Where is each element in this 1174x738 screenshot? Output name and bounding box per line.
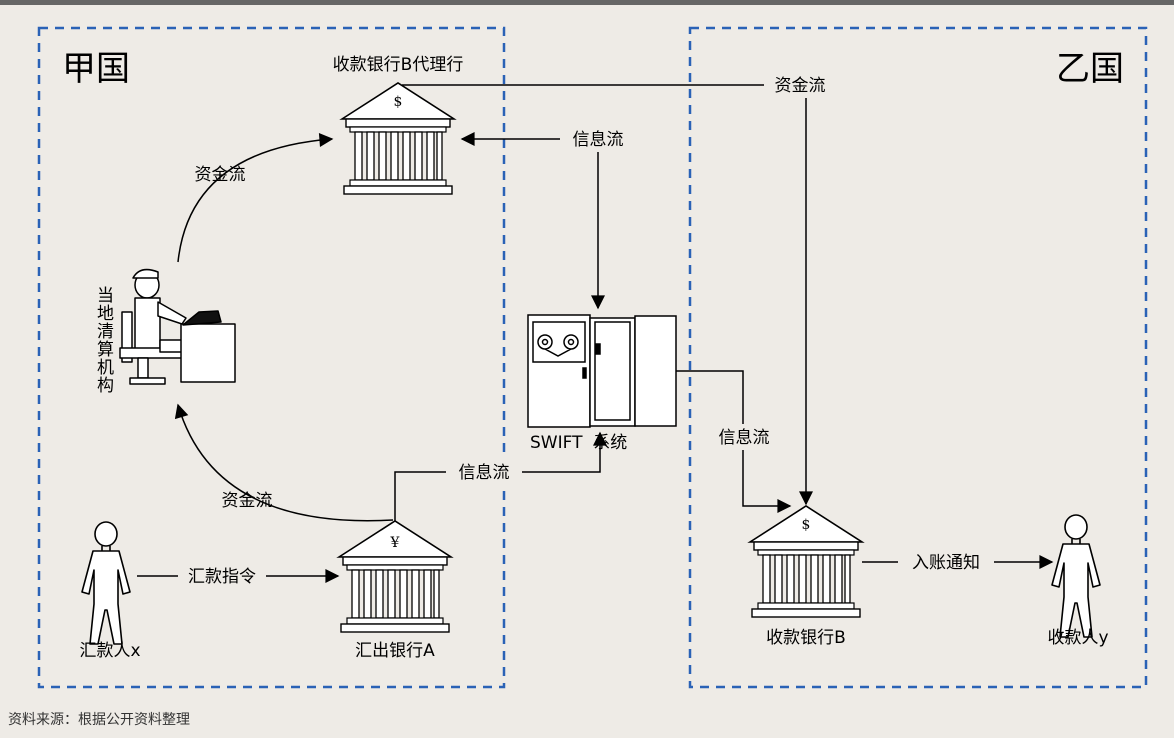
beneficiary-bank-label: 收款银行B bbox=[766, 628, 846, 648]
beneficiary-bank-symbol: $ bbox=[802, 517, 811, 533]
fund-flow-a-to-clearing-line bbox=[178, 405, 393, 521]
fund-flow-clearing-to-correspondent-line bbox=[178, 139, 332, 262]
remitting-bank-label: 汇出银行A bbox=[355, 641, 435, 661]
swift-server-icon bbox=[528, 315, 676, 427]
remitting-bank-symbol: ¥ bbox=[390, 535, 400, 551]
swift-system-label: SWIFT 系统 bbox=[530, 433, 627, 453]
credit-notice-label: 入账通知 bbox=[912, 553, 980, 573]
correspondent-bank-label: 收款银行B代理行 bbox=[333, 55, 464, 75]
fund-to-b-label: 资金流 bbox=[775, 76, 826, 96]
clearing-house-label: 当地清算机构 bbox=[93, 286, 114, 394]
info-swift-to-b-label: 信息流 bbox=[719, 428, 770, 448]
info-to-correspondent-label: 信息流 bbox=[573, 130, 624, 150]
remitter-person-icon bbox=[82, 522, 130, 644]
clearing-house-operator-icon bbox=[120, 270, 235, 384]
correspondent-bank-symbol: $ bbox=[394, 94, 403, 110]
country-a-label: 甲国 bbox=[62, 49, 130, 89]
beneficiary-label: 收款人y bbox=[1047, 628, 1108, 648]
fund-clearing-to-correspondent-label: 资金流 bbox=[195, 165, 246, 185]
fund-a-to-clearing-label: 资金流 bbox=[222, 491, 273, 511]
country-b-label: 乙国 bbox=[1056, 49, 1124, 89]
remitter-label: 汇款人x bbox=[79, 641, 140, 661]
beneficiary-person-icon bbox=[1052, 515, 1100, 637]
info-a-to-swift-label: 信息流 bbox=[459, 463, 510, 483]
remit-instruction-label: 汇款指令 bbox=[188, 567, 256, 587]
source-note: 资料来源：根据公开资料整理 bbox=[8, 709, 190, 729]
